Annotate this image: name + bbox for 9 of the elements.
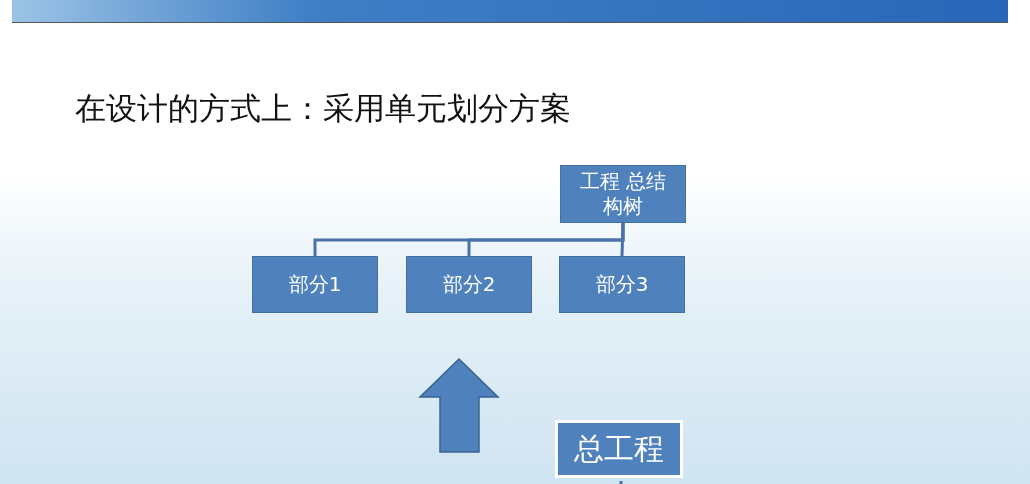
root-box: 工程 总结构树	[560, 165, 686, 223]
project-box: 总工程	[555, 420, 683, 478]
heading-text: 在设计的方式上：采用单元划分方案	[75, 89, 571, 128]
connector-line	[619, 481, 623, 484]
connector-line	[620, 222, 625, 257]
part-box: 部分1	[252, 256, 378, 313]
connector-line	[467, 223, 625, 256]
part-box: 部分3	[559, 256, 685, 313]
part-box: 部分2	[406, 256, 532, 313]
